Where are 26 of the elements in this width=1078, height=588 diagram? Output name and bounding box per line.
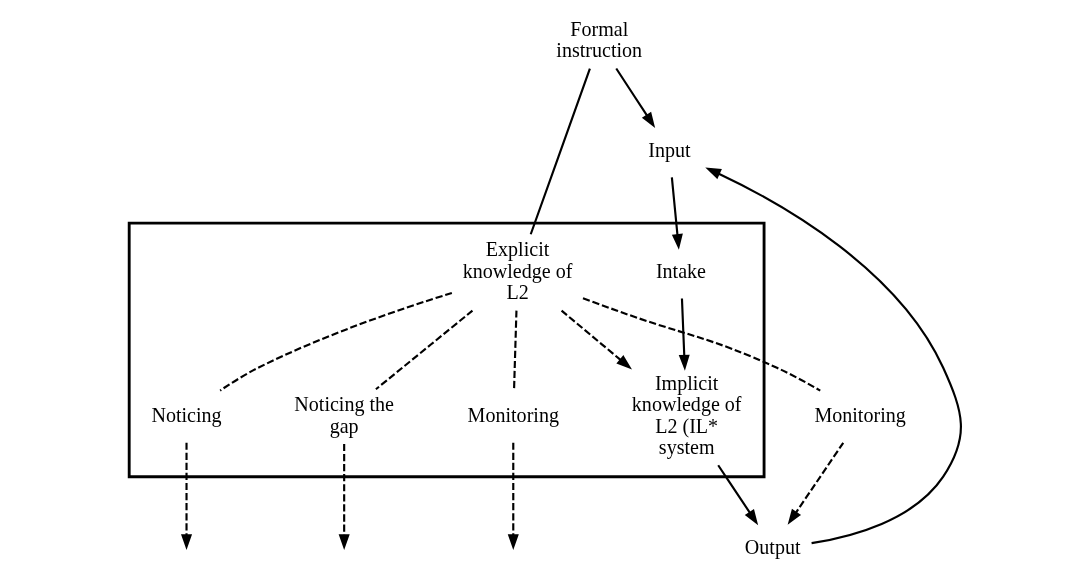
node-text: Explicit knowledge of L2 — [462, 238, 572, 304]
node-text: Monitoring — [813, 403, 906, 426]
node-text: Intake — [655, 259, 706, 282]
arrow — [614, 67, 655, 128]
connector — [512, 310, 518, 391]
connector — [374, 309, 473, 391]
node-text: Formal instruction — [555, 17, 642, 62]
node-text: Noticing — [150, 403, 222, 426]
connector — [582, 297, 821, 392]
cluster — [127, 221, 765, 479]
node-text: Monitoring — [467, 403, 559, 426]
node-text: Implicit knowledge of L2 (IL* system — [631, 371, 742, 459]
arrow — [787, 442, 844, 525]
node-text: Noticing the gap — [293, 393, 394, 437]
arrow — [670, 177, 683, 250]
arrow — [678, 298, 690, 371]
node-text: Input — [647, 138, 691, 161]
arrow — [507, 442, 519, 550]
arrow — [560, 309, 632, 370]
arrow — [180, 442, 192, 550]
connector — [529, 68, 591, 235]
node-text: Output — [744, 535, 801, 558]
connector — [219, 291, 452, 392]
arrow — [716, 464, 758, 526]
arrow — [704, 167, 962, 545]
arrow — [338, 444, 350, 550]
